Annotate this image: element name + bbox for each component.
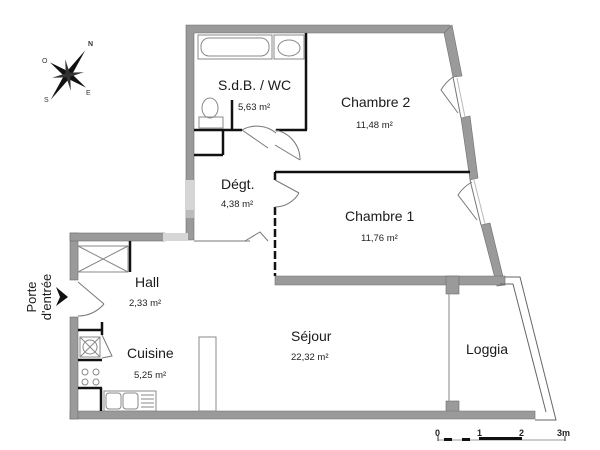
room-name: Cuisine — [127, 345, 174, 361]
room-cuisine: Cuisine 5,25 m² — [127, 345, 174, 381]
room-area: 2,33 m² — [129, 298, 161, 309]
room-name: Chambre 2 — [341, 94, 410, 110]
room-sdb: S.d.B. / WC 5,63 m² — [218, 77, 291, 113]
compass-o: O — [42, 58, 48, 65]
bathtub-icon — [197, 34, 273, 60]
entrance-line2: d'entrée — [39, 274, 54, 321]
compass-e: E — [86, 90, 91, 97]
room-area: 22,32 m² — [291, 352, 329, 363]
room-name: Séjour — [291, 328, 332, 344]
room-sejour: Séjour 22,32 m² — [291, 328, 332, 363]
room-degt: Dégt. 4,38 m² — [221, 176, 254, 210]
entrance-arrow-icon — [56, 287, 68, 306]
room-area: 11,76 m² — [361, 233, 398, 244]
closet-icon — [77, 245, 129, 273]
scale-bar: 0 1 2 3m — [435, 428, 570, 441]
fixtures — [77, 34, 305, 412]
scale-tick-0: 0 — [435, 428, 440, 438]
room-name: Hall — [135, 274, 159, 290]
compass-n: N — [88, 41, 93, 48]
scale-tick-3: 3m — [557, 428, 570, 438]
room-name: S.d.B. / WC — [218, 77, 291, 93]
partitions — [78, 33, 470, 411]
entrance-line1: Porte — [24, 281, 39, 312]
room-area: 5,25 m² — [134, 370, 166, 381]
wall-openings — [163, 180, 194, 241]
loggia-railing — [500, 276, 557, 421]
entrance-door — [77, 281, 105, 317]
room-loggia: Loggia — [466, 341, 508, 357]
kitchen-sink-icon — [103, 390, 157, 412]
counter-icon — [198, 336, 217, 412]
sink-icon — [273, 34, 305, 60]
oven-icon — [79, 336, 101, 358]
room-area: 5,63 m² — [238, 102, 270, 113]
room-area: 11,48 m² — [356, 120, 393, 131]
entrance-label: Porte d'entrée — [24, 274, 54, 321]
room-area: 4,38 m² — [221, 199, 253, 210]
toilet-icon — [198, 116, 224, 129]
room-name: Dégt. — [221, 176, 254, 192]
exterior-walls — [69, 24, 536, 420]
room-hall: Hall 2,33 m² — [129, 274, 161, 309]
compass-s: S — [44, 97, 49, 104]
scale-tick-1: 1 — [477, 428, 482, 438]
room-name: Loggia — [466, 341, 508, 357]
room-chambre-1: Chambre 1 11,76 m² — [345, 208, 414, 244]
doors — [77, 76, 486, 359]
compass-rose-icon: N E S O — [42, 41, 93, 104]
scale-tick-2: 2 — [519, 428, 524, 438]
hob-icon — [81, 368, 100, 386]
room-chambre-2: Chambre 2 11,48 m² — [341, 94, 410, 131]
room-name: Chambre 1 — [345, 208, 414, 224]
